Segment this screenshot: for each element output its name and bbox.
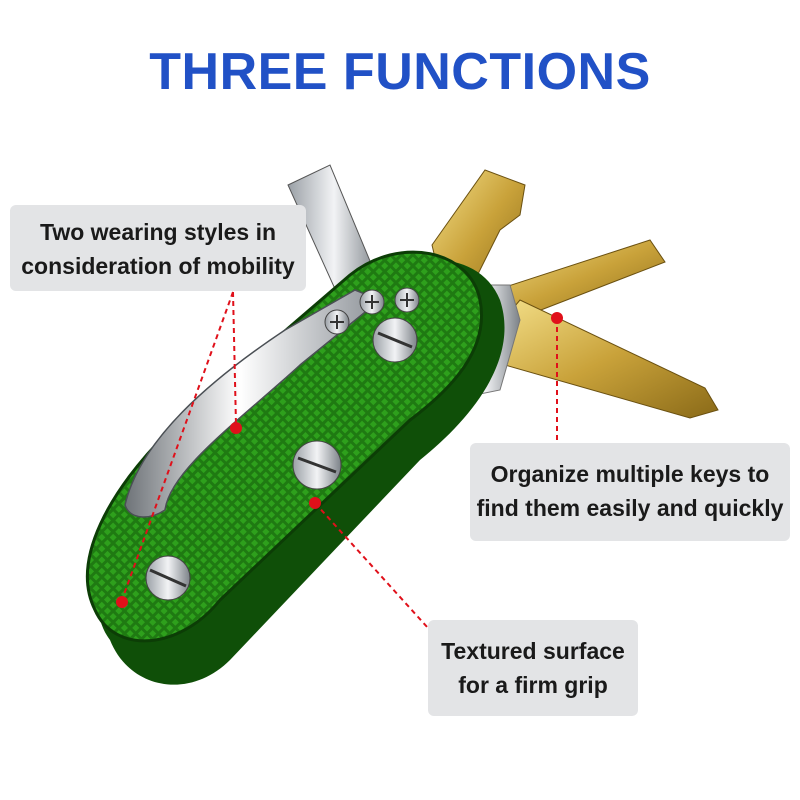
callout-organize-keys: Organize multiple keys to find them easi… [470,443,790,541]
callout-line: Two wearing styles in [39,219,277,245]
brass-key-lower [494,299,719,419]
callout-textured-surface: Textured surface for a firm grip [428,620,638,716]
screw-icons [145,287,420,601]
callout-line: find them easily and quickly [476,495,784,521]
callout-line: for a firm grip [458,672,608,698]
callout-line: Organize multiple keys to [490,461,770,487]
page-title: THREE FUNCTIONS [149,43,651,101]
callout-line: consideration of mobility [21,253,295,279]
belt-clip [124,289,382,518]
callout-wearing-styles: Two wearing styles in consideration of m… [10,205,306,291]
callout-line: Textured surface [441,638,625,664]
marker-dots [116,312,563,608]
leader-lines [121,291,558,629]
